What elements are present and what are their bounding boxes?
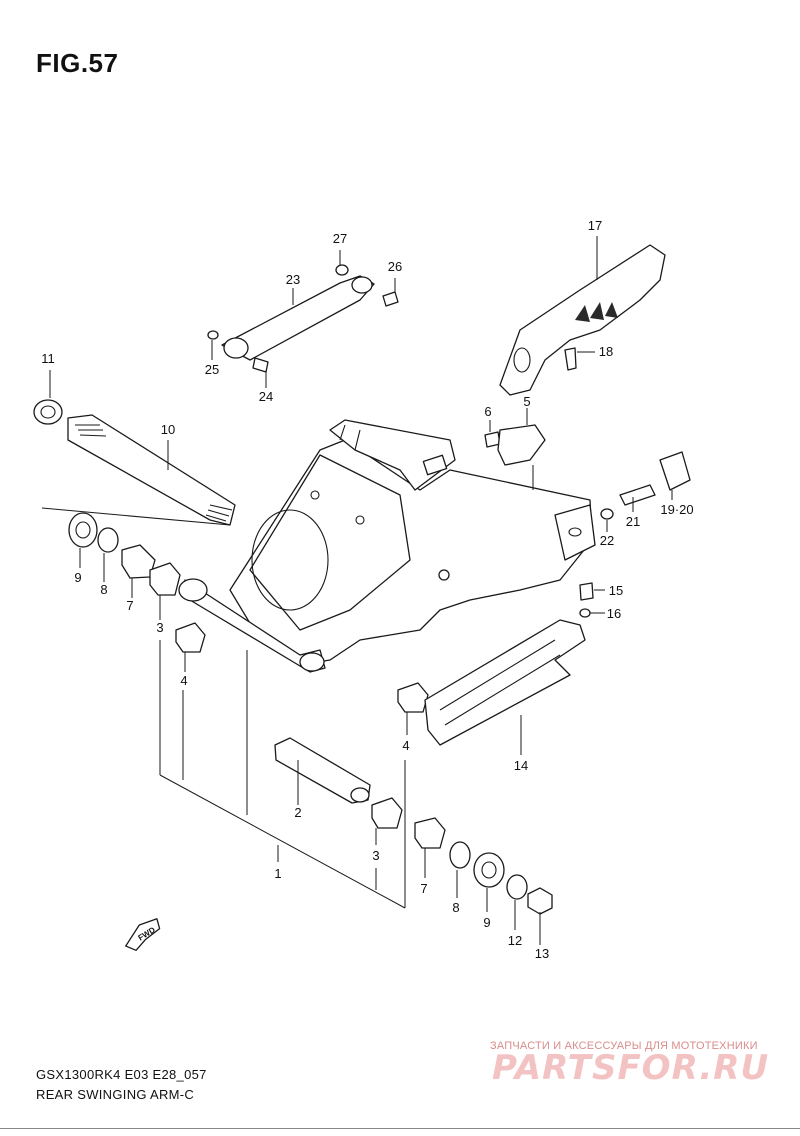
callout-labels: 11 10 9 8 7 3 4 4 2 3 1 7 8 9 12 13 14 2… bbox=[41, 218, 693, 961]
callout-15: 15 bbox=[609, 583, 623, 598]
callout-11: 11 bbox=[41, 351, 55, 366]
callout-6: 6 bbox=[484, 404, 491, 419]
diagram-model-code: GSX1300RK4 E03 E28_057 bbox=[36, 1067, 207, 1082]
callout-24: 24 bbox=[259, 389, 273, 404]
callout-25: 25 bbox=[205, 362, 219, 377]
diagram-name: REAR SWINGING ARM-C bbox=[36, 1087, 195, 1102]
callout-8-left: 8 bbox=[100, 582, 107, 597]
frame-divider bbox=[0, 1128, 800, 1136]
callout-10: 10 bbox=[161, 422, 175, 437]
callout-9-right: 9 bbox=[483, 915, 490, 930]
callout-23: 23 bbox=[286, 272, 300, 287]
callout-4-left: 4 bbox=[180, 673, 187, 688]
callout-16: 16 bbox=[607, 606, 621, 621]
callout-3-right: 3 bbox=[372, 848, 379, 863]
callout-8-right: 8 bbox=[452, 900, 459, 915]
watermark-logo: PARTSFOR.RU bbox=[492, 1048, 770, 1088]
leader-lines bbox=[41, 236, 673, 945]
callout-13: 13 bbox=[535, 946, 549, 961]
fasteners bbox=[207, 264, 691, 618]
callout-17: 17 bbox=[588, 218, 602, 233]
callout-9-left: 9 bbox=[74, 570, 81, 585]
chain-buffer bbox=[424, 619, 586, 746]
callout-1: 1 bbox=[274, 866, 281, 881]
watermark-caption: ЗАПЧАСТИ И АКСЕССУАРЫ ДЛЯ МОТОТЕХНИКИ bbox=[490, 1040, 758, 1052]
callout-26: 26 bbox=[388, 259, 402, 274]
torque-link bbox=[221, 275, 375, 361]
left-bearing-stack bbox=[68, 512, 206, 653]
callout-2: 2 bbox=[294, 805, 301, 820]
chain-case bbox=[499, 244, 666, 396]
callout-4-right: 4 bbox=[402, 738, 409, 753]
callout-3-left: 3 bbox=[156, 620, 163, 635]
callout-7-left: 7 bbox=[126, 598, 133, 613]
callout-12: 12 bbox=[508, 933, 522, 948]
callout-19-20: 19·20 bbox=[660, 502, 693, 517]
right-bearing-stack bbox=[274, 682, 553, 915]
forward-arrow-icon: FWD bbox=[125, 918, 161, 951]
callout-22: 22 bbox=[600, 533, 614, 548]
pivot-shaft bbox=[33, 399, 236, 526]
swing-arm bbox=[178, 419, 596, 673]
callout-18: 18 bbox=[599, 344, 613, 359]
callout-27: 27 bbox=[333, 231, 347, 246]
figure-title: FIG.57 bbox=[36, 48, 119, 78]
callout-21: 21 bbox=[626, 514, 640, 529]
callout-14: 14 bbox=[514, 758, 528, 773]
callout-7-right: 7 bbox=[420, 881, 427, 896]
callout-5: 5 bbox=[523, 394, 530, 409]
